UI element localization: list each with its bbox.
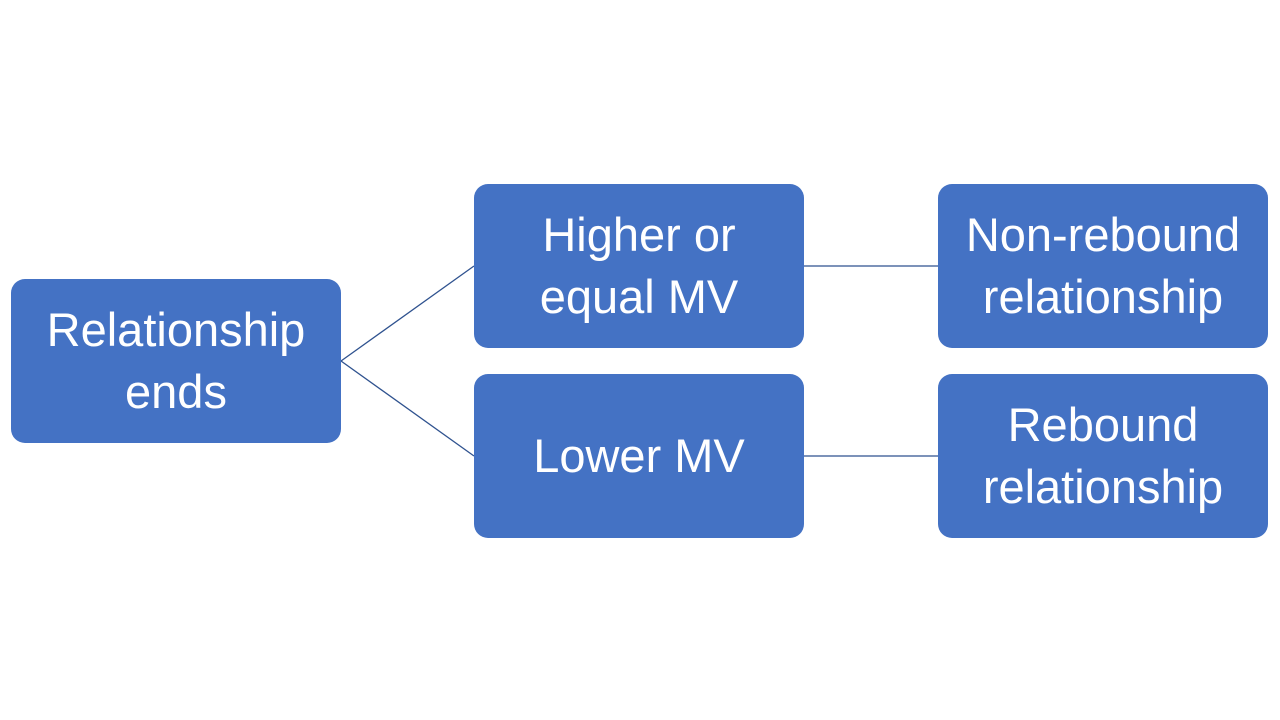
node-label: Non-rebound relationship <box>965 208 1241 323</box>
connector-root-lower <box>340 360 475 457</box>
node-label: Lower MV <box>533 429 745 482</box>
connector-root-higher <box>340 265 475 362</box>
node-label: Higher or equal MV <box>539 208 739 323</box>
node-non-rebound-relationship: Non-rebound relationship <box>938 184 1268 348</box>
node-label: Rebound relationship <box>982 398 1224 513</box>
node-lower-mv: Lower MV <box>474 374 804 538</box>
node-label: Relationship ends <box>46 303 306 418</box>
node-relationship-ends: Relationship ends <box>11 279 341 443</box>
node-higher-or-equal-mv: Higher or equal MV <box>474 184 804 348</box>
node-rebound-relationship: Rebound relationship <box>938 374 1268 538</box>
